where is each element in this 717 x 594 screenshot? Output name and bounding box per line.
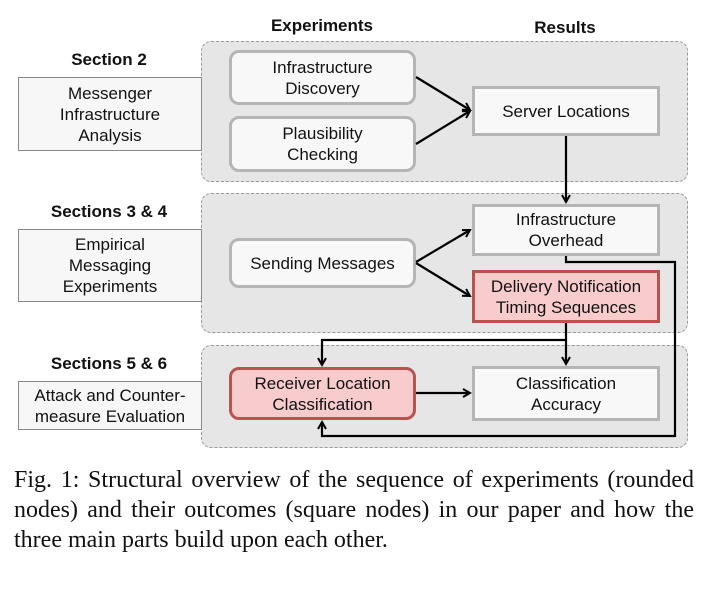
server-locations-node: Server Locations xyxy=(472,86,660,136)
sections-3-4-title: Sections 3 & 4 xyxy=(50,202,168,221)
figure-caption: Fig. 1: Structural overview of the seque… xyxy=(14,467,694,553)
plausibility-checking-node: Plausibility Checking xyxy=(229,116,416,172)
section-2-title: Section 2 xyxy=(71,50,147,69)
infrastructure-overhead-node: Infrastructure Overhead xyxy=(472,204,660,256)
section-2-label-box: Messenger Infrastructure Analysis xyxy=(18,77,202,151)
sending-messages-node: Sending Messages xyxy=(229,238,416,288)
delivery-notification-timing-node: Delivery Notification Timing Sequences xyxy=(472,270,660,323)
results-column-header: Results xyxy=(534,18,596,37)
sections-3-4-label-box: Empirical Messaging Experiments xyxy=(18,229,202,302)
experiments-column-header: Experiments xyxy=(270,16,374,35)
sections-5-6-title: Sections 5 & 6 xyxy=(50,354,168,373)
sections-5-6-label-box: Attack and Counter- measure Evaluation xyxy=(18,381,202,430)
classification-accuracy-node: Classification Accuracy xyxy=(472,366,660,421)
infrastructure-discovery-node: Infrastructure Discovery xyxy=(229,50,416,105)
receiver-location-classification-node: Receiver Location Classification xyxy=(229,367,416,420)
